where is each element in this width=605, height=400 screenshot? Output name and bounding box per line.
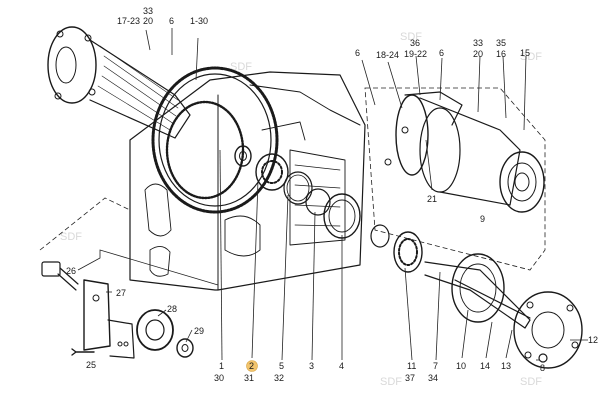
leader-lines	[39, 28, 588, 361]
part-label: 17-23	[117, 16, 140, 26]
part-label: 1	[219, 361, 224, 371]
part-label: 20	[473, 49, 483, 59]
bearing-set-left	[255, 153, 361, 239]
part-label: 27	[116, 288, 126, 298]
part-label: 4	[339, 361, 344, 371]
part-label: 21	[427, 194, 437, 204]
watermark-text: SDF	[380, 376, 402, 388]
part-label: 33	[143, 6, 153, 16]
part-label: 13	[501, 361, 511, 371]
part-label: 35	[496, 38, 506, 48]
part-label: 29	[194, 326, 204, 336]
part-label: 6	[169, 16, 174, 26]
gear-housing	[129, 71, 366, 291]
part-label: 34	[428, 373, 438, 383]
part-label: 16	[496, 49, 506, 59]
part-label: 1-30	[190, 16, 208, 26]
part-label: 8	[540, 363, 545, 373]
part-label: 5	[279, 361, 284, 371]
part-label: 20	[143, 16, 153, 26]
part-labels: 17-23 20 33 6 1-30 6 18-24 36 19-22 6 33…	[66, 6, 598, 383]
part-label: 3	[309, 361, 314, 371]
part-label: 9	[480, 214, 485, 224]
part-label: 19-22	[404, 49, 427, 59]
part-label: 31	[244, 373, 254, 383]
ring-gear	[151, 66, 279, 214]
part-label: 28	[167, 304, 177, 314]
part-label: 11	[407, 361, 416, 371]
part-label: 33	[473, 38, 483, 48]
watermark-text: SDF	[400, 31, 422, 43]
watermark-text: SDF	[230, 61, 252, 73]
part-label: 2	[249, 361, 254, 371]
part-label: 12	[588, 335, 598, 345]
part-label: 15	[520, 48, 530, 58]
part-label: 30	[214, 373, 224, 383]
shaft-assembly	[370, 224, 583, 369]
highlight-marker	[246, 360, 258, 372]
small-parts-lower-left	[41, 261, 194, 359]
watermark-text: SDF	[520, 376, 542, 388]
part-label: 37	[405, 373, 415, 383]
part-label: 6	[355, 48, 360, 58]
part-label: 7	[433, 361, 438, 371]
part-label: 25	[86, 360, 96, 370]
part-label: 26	[66, 266, 76, 276]
right-axle-housing	[364, 87, 546, 271]
part-label: 10	[456, 361, 466, 371]
part-label: 18-24	[376, 50, 399, 60]
part-label: 14	[480, 361, 490, 371]
left-axle-housing	[47, 26, 191, 139]
part-label: 32	[274, 373, 284, 383]
watermark-text: SDF	[60, 231, 82, 243]
part-label: 36	[410, 38, 420, 48]
part-label: 6	[439, 48, 444, 58]
